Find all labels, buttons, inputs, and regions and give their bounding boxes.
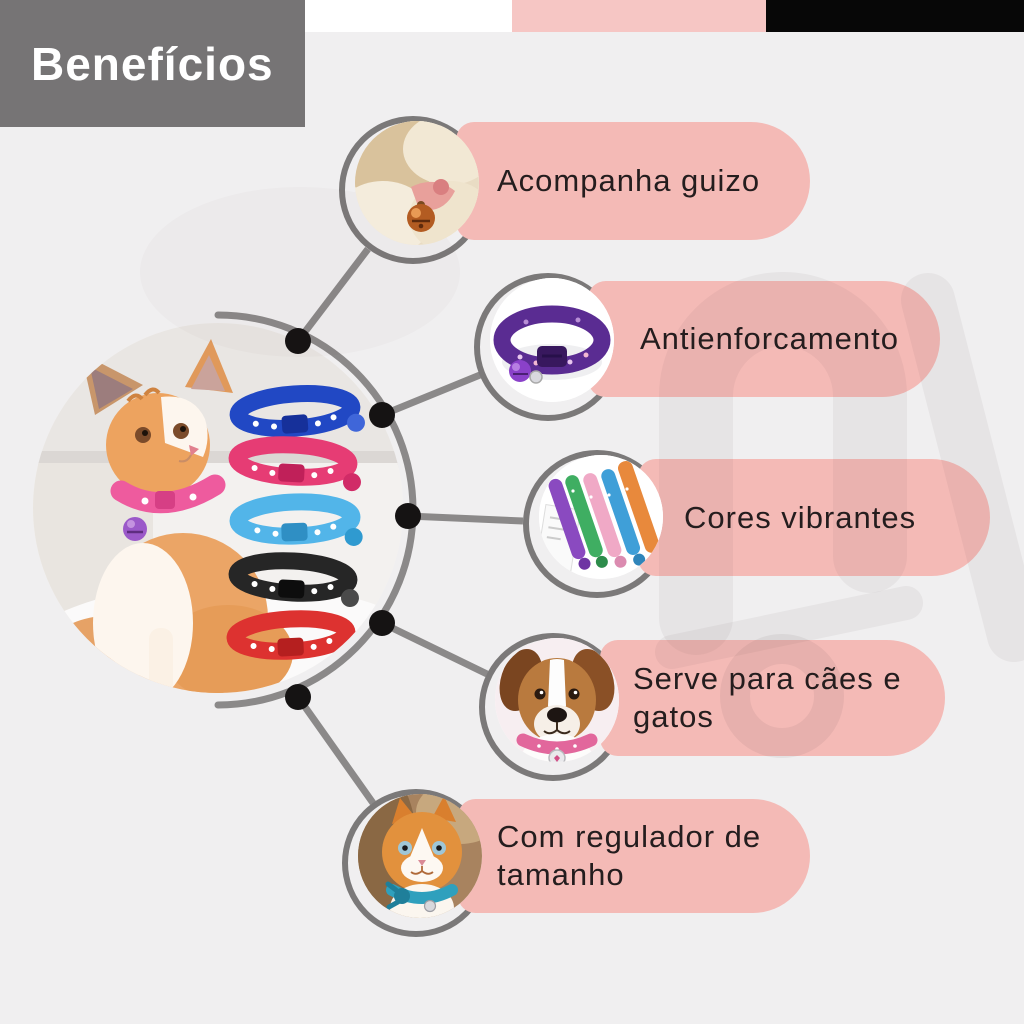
- benefit-label-4: Serve para cães e gatos: [633, 640, 902, 756]
- center-product-photo: [33, 323, 403, 693]
- benefit-pill-4: [600, 640, 945, 756]
- page-title: Benefícios: [31, 37, 274, 90]
- benefit-pill-5: [458, 799, 810, 913]
- benefit-text-3: Cores vibrantes: [684, 499, 917, 535]
- benefit-pill-3: [638, 459, 990, 576]
- benefit-photo-antienforcamento: [490, 278, 614, 402]
- benefit-pill-1: [456, 122, 810, 240]
- benefit-photo-cores: [539, 455, 663, 579]
- kitten-fur-with-bell-icon: [355, 121, 479, 245]
- benefit-label-2: Antienforcamento: [640, 281, 899, 397]
- node-dot-5: [285, 684, 311, 710]
- top-bar-white: [305, 0, 512, 32]
- orange-cat-teal-collar-icon: [358, 794, 482, 918]
- header-banner: Benefícios: [0, 0, 305, 127]
- benefit-label-3: Cores vibrantes: [684, 459, 916, 576]
- benefit-pill-2: [588, 281, 940, 397]
- top-bar-black: [766, 0, 1024, 32]
- node-dot-4: [369, 610, 395, 636]
- benefit-text-2: Antienforcamento: [640, 321, 899, 356]
- top-bar-pink: [512, 0, 766, 32]
- purple-collar-icon: [490, 278, 614, 402]
- benefit-photo-regulador: [358, 794, 482, 918]
- benefit-label-1: Acompanha guizo: [497, 122, 760, 240]
- benefit-text-4: Serve para cães e gatos: [633, 661, 902, 734]
- benefit-text-1: Acompanha guizo: [497, 163, 761, 198]
- benefit-photo-guizo: [355, 121, 479, 245]
- kitten-with-collars-illustration: [33, 323, 403, 693]
- puppy-icon: [495, 638, 619, 762]
- benefit-label-5: Com regulador de tamanho: [497, 799, 761, 913]
- colorful-collars-icon: [539, 455, 663, 579]
- benefit-text-5: Com regulador de tamanho: [497, 819, 762, 892]
- benefit-photo-caes-gatos: [495, 638, 619, 762]
